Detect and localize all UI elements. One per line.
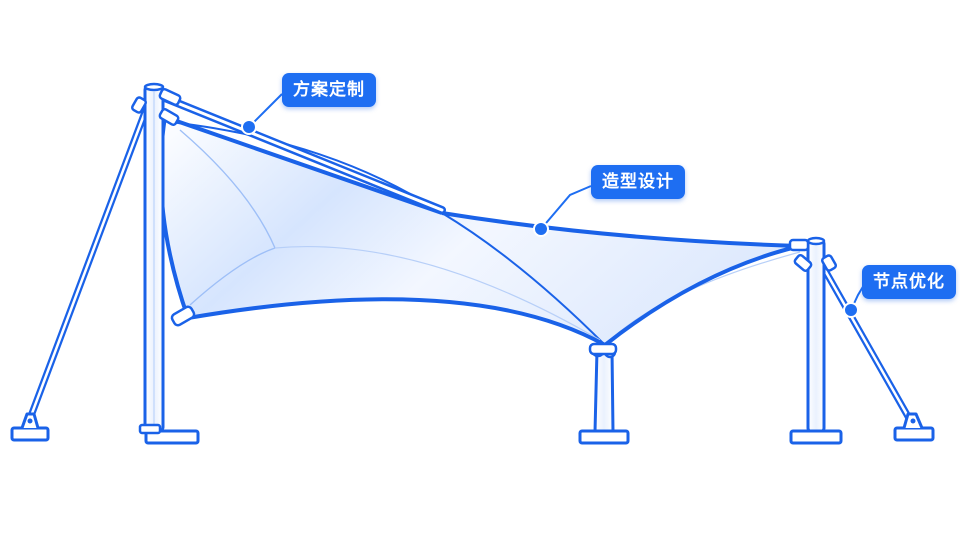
base-plate-right-anchor xyxy=(893,412,935,442)
guy-cable-left xyxy=(24,100,152,428)
base-plate-middle-column xyxy=(578,429,630,445)
callout-dot-icon xyxy=(533,221,549,237)
callout-leader-2 xyxy=(533,185,592,237)
callout-leader-1 xyxy=(241,93,283,135)
callout-label-node-optimization: 节点优化 xyxy=(862,265,956,299)
callout-leader-3 xyxy=(843,284,865,318)
membrane-canopy xyxy=(158,115,801,347)
column-middle xyxy=(593,348,615,434)
guy-cable-right xyxy=(814,254,914,424)
callout-dot-icon xyxy=(241,119,257,135)
base-plate-left-anchor xyxy=(10,412,50,442)
ridge-cable xyxy=(146,88,446,214)
callout-dot-icon xyxy=(843,302,859,318)
connection-node-icon xyxy=(131,87,837,359)
column-left xyxy=(143,82,165,433)
callout-label-shape-design: 造型设计 xyxy=(591,165,685,199)
callout-label-plan-customization: 方案定制 xyxy=(282,73,376,107)
base-plate-right-column xyxy=(789,429,843,445)
base-plate-left-column xyxy=(138,423,200,445)
